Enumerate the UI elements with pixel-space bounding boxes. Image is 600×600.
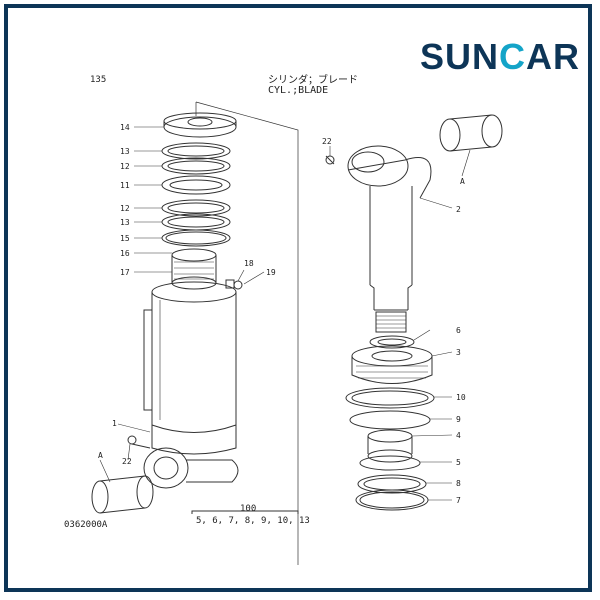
callout-10: 10 bbox=[456, 393, 466, 402]
rod-thread bbox=[375, 311, 407, 333]
title-english: CYL.;BLADE bbox=[268, 85, 329, 96]
callout-1: 1 bbox=[112, 419, 117, 428]
rod-eye bbox=[347, 145, 409, 187]
piston-rod bbox=[347, 145, 432, 333]
page-number: 135 bbox=[90, 75, 107, 85]
grease-fittings bbox=[225, 279, 243, 290]
piston-3 bbox=[351, 345, 433, 367]
leader-lines bbox=[99, 126, 471, 501]
callout-22: 22 bbox=[322, 137, 332, 146]
brand-logo: SUNCAR bbox=[420, 36, 580, 78]
callout-22: 22 bbox=[122, 457, 132, 466]
seal-kit-number: 100 bbox=[240, 504, 257, 514]
seal-12-upper bbox=[161, 157, 231, 175]
seal-11 bbox=[161, 175, 231, 195]
callout-9: 9 bbox=[456, 415, 461, 424]
wear-ring-10 bbox=[345, 387, 435, 409]
callout-4: 4 bbox=[456, 431, 461, 440]
callout-12: 12 bbox=[120, 204, 130, 213]
callout-18: 18 bbox=[244, 259, 254, 268]
seal-13-upper bbox=[161, 142, 231, 160]
cylinder-tube bbox=[143, 281, 239, 489]
callout-2: 2 bbox=[456, 205, 461, 214]
callout-13: 13 bbox=[120, 218, 130, 227]
seal-kit-bracket bbox=[191, 510, 299, 514]
grease-nipple-right bbox=[325, 155, 335, 165]
tube-pipe bbox=[143, 309, 153, 411]
seal-kit-contents: 5, 6, 7, 8, 9, 10, 13 bbox=[196, 516, 310, 526]
ring-8 bbox=[357, 474, 427, 494]
tube-base-eye bbox=[143, 447, 189, 489]
callout-a: A bbox=[460, 177, 465, 186]
callout-3: 3 bbox=[456, 348, 461, 357]
callout-15: 15 bbox=[120, 234, 130, 243]
drawing-code: 0362000A bbox=[64, 520, 108, 530]
logo-part-3: AR bbox=[526, 36, 581, 77]
callout-16: 16 bbox=[120, 249, 130, 258]
right-piston-stack bbox=[345, 335, 435, 511]
title-japanese: シリンダ；ブレード bbox=[268, 75, 358, 86]
callout-6: 6 bbox=[456, 326, 461, 335]
logo-part-1: SUN bbox=[420, 36, 500, 77]
callout-14: 14 bbox=[120, 123, 130, 132]
seal-6 bbox=[369, 335, 415, 349]
callout-8: 8 bbox=[456, 479, 461, 488]
bushing-a-left bbox=[91, 475, 154, 514]
assembly-axis bbox=[195, 101, 299, 536]
callout-13: 13 bbox=[120, 147, 130, 156]
ring-5 bbox=[359, 455, 421, 471]
ring-4 bbox=[367, 429, 413, 443]
callout-17: 17 bbox=[120, 268, 130, 277]
left-seal-stack bbox=[161, 112, 237, 247]
callout-7: 7 bbox=[456, 496, 461, 505]
bushing-a-right bbox=[439, 114, 503, 152]
seal-9 bbox=[349, 410, 431, 430]
callout-a: A bbox=[98, 451, 103, 460]
callout-19: 19 bbox=[266, 268, 276, 277]
callout-12: 12 bbox=[120, 162, 130, 171]
grease-nipple-left bbox=[127, 435, 151, 449]
callout-labels: 14 13 12 11 12 13 15 16 17 18 19 22 2 A … bbox=[98, 123, 466, 505]
callout-5: 5 bbox=[456, 458, 461, 467]
logo-part-2: C bbox=[499, 36, 527, 77]
callout-11: 11 bbox=[120, 181, 130, 190]
